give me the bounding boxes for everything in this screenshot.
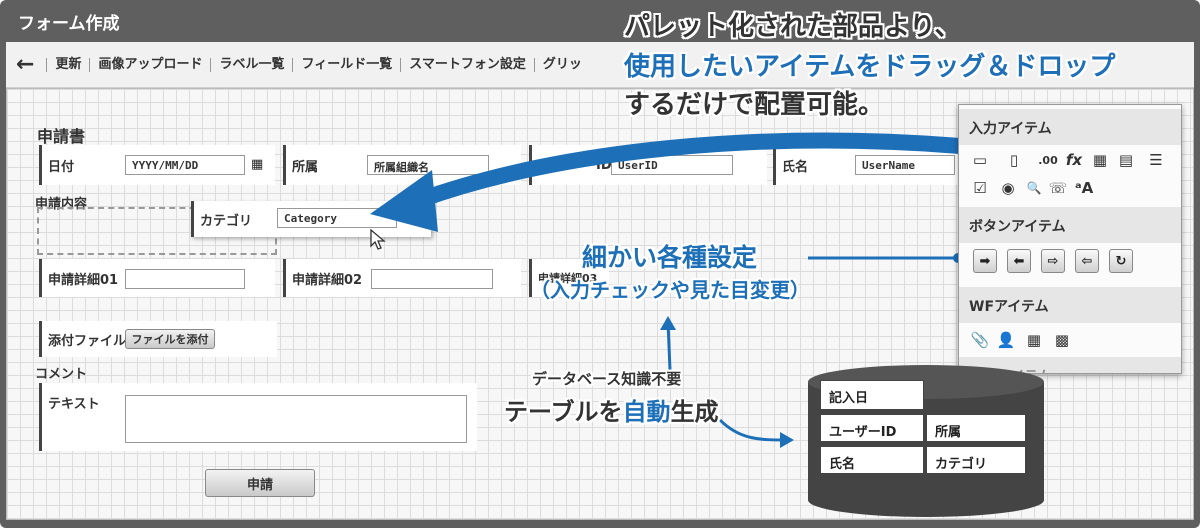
formula-icon[interactable]: fx: [1065, 151, 1083, 169]
date-icon[interactable]: ▤: [1118, 151, 1134, 169]
textarea-icon[interactable]: ▯: [1009, 151, 1019, 169]
field-detail02-label: 申請詳細02: [292, 272, 363, 288]
category-input[interactable]: Category: [277, 208, 397, 228]
window-title: フォーム作成: [18, 14, 120, 34]
date-placeholder: YYYY/MM/DD: [132, 159, 199, 172]
field-dept-label: 所属: [292, 159, 319, 175]
field-date-label: 日付: [48, 159, 75, 175]
callout-top-line3: するだけで配置可能。: [624, 90, 885, 120]
category-placeholder: Category: [284, 212, 337, 225]
callout-top-line2: 使用したいアイテムをドラッグ＆ドロップ: [624, 52, 1116, 82]
db-cell-dept: 所属: [926, 414, 1026, 442]
mouse-cursor-icon: [370, 229, 386, 250]
toolbar-smartphone-settings[interactable]: スマートフォン設定: [400, 57, 534, 72]
toolbar-field-list[interactable]: フィールド一覧: [292, 57, 400, 72]
field-detail03-label: 申請詳細03: [538, 272, 598, 285]
callout-db-line2-a: テーブルを: [504, 398, 623, 426]
detail02-input[interactable]: [371, 269, 493, 289]
dept-placeholder: 所属組織名: [374, 161, 429, 174]
callout-db-line2: テーブルを自動生成: [504, 392, 719, 427]
field-category-label: カテゴリ: [200, 213, 253, 229]
db-cell-category: カテゴリ: [926, 446, 1026, 474]
field-name-label: 氏名: [782, 159, 809, 175]
search-icon[interactable]: 🔍: [1026, 181, 1042, 195]
callout-db-line2-b: 自動: [622, 398, 671, 426]
select-icon[interactable]: ☰: [1149, 151, 1163, 169]
forward-button-icon[interactable]: ⇨: [1041, 249, 1065, 273]
user-icon[interactable]: 👤: [996, 331, 1016, 349]
attachment-icon[interactable]: 📎: [970, 331, 990, 349]
callout-settings-line1: 細かい各種設定: [582, 243, 758, 272]
return-button-icon[interactable]: ⇦: [1075, 249, 1099, 273]
number-icon[interactable]: .00: [1038, 153, 1058, 167]
database-icon: [808, 365, 1044, 517]
back-button-icon[interactable]: ⬅: [1007, 249, 1031, 273]
field-attach[interactable]: 添付ファイル: [39, 321, 277, 357]
userid-placeholder: UserID: [618, 159, 658, 172]
calendar-icon[interactable]: ▦: [1092, 151, 1108, 169]
radio-icon[interactable]: ◉: [1001, 179, 1015, 197]
attach-file-button[interactable]: ファイルを添付: [125, 329, 215, 349]
db-cell-date: 記入日: [820, 380, 924, 410]
phone-icon[interactable]: ☏: [1048, 179, 1068, 197]
database-cylinder: 記入日 ユーザーID 所属 氏名 カテゴリ: [806, 364, 1046, 519]
calendar-icon[interactable]: ▦: [251, 157, 264, 172]
field-detail01-label: 申請詳細01: [48, 272, 119, 288]
organization-icon[interactable]: ▦: [1026, 331, 1042, 349]
text-area[interactable]: [125, 395, 467, 443]
toolbar-grid[interactable]: グリッ: [533, 57, 590, 72]
toolbar-image-upload[interactable]: 画像アップロード: [89, 57, 210, 72]
form-title: 申請書: [37, 127, 86, 146]
palette-wf-header: WFアイテム: [959, 287, 1181, 323]
palette-button-header: ボタンアイテム: [959, 207, 1181, 243]
callout-db-line2-c: 生成: [670, 398, 719, 426]
section-comment-label: コメント: [35, 367, 88, 382]
group-icon[interactable]: ▩: [1054, 331, 1070, 349]
detail01-input[interactable]: [125, 269, 245, 289]
palette-input-header: 入力アイテム: [959, 109, 1181, 145]
field-detail03[interactable]: 申請詳細03: [529, 259, 609, 297]
date-input[interactable]: YYYY/MM/DD: [125, 155, 245, 175]
name-placeholder: UserName: [862, 159, 915, 172]
checkbox-icon[interactable]: ☑: [973, 179, 987, 197]
toolbar-update[interactable]: 更新: [46, 57, 89, 72]
callout-settings-line2: （入力チェックや見た目変更）: [530, 278, 810, 302]
back-arrow-icon[interactable]: ←: [16, 52, 35, 77]
refresh-button-icon[interactable]: ↻: [1109, 249, 1133, 273]
field-attach-label: 添付ファイル: [48, 333, 127, 349]
textbox-icon[interactable]: ▭: [972, 151, 988, 169]
toolbar-label-list[interactable]: ラベル一覧: [210, 57, 292, 72]
callout-top-line1: パレット化された部品より、: [624, 12, 961, 42]
submit-button[interactable]: 申請: [205, 469, 315, 497]
item-palette: 入力アイテム ▭ ▯ .00 fx ▦ ▤ ☰ ☑ ◉ 🔍 ☏ ᵃA ボタンアイ…: [958, 104, 1182, 374]
db-cell-name: 氏名: [820, 446, 924, 474]
field-text-label: テキスト: [48, 397, 100, 412]
name-input[interactable]: UserName: [855, 155, 955, 175]
userid-input[interactable]: UserID: [611, 155, 733, 175]
toolbar: ← 更新 画像アップロード ラベル一覧 フィールド一覧 スマートフォン設定 グリ…: [6, 42, 1194, 88]
next-button-icon[interactable]: ➡: [973, 249, 997, 273]
font-icon[interactable]: ᵃA: [1074, 179, 1094, 197]
callout-db-line1: データベース知識不要: [532, 370, 682, 388]
db-cell-userid: ユーザーID: [820, 414, 924, 442]
